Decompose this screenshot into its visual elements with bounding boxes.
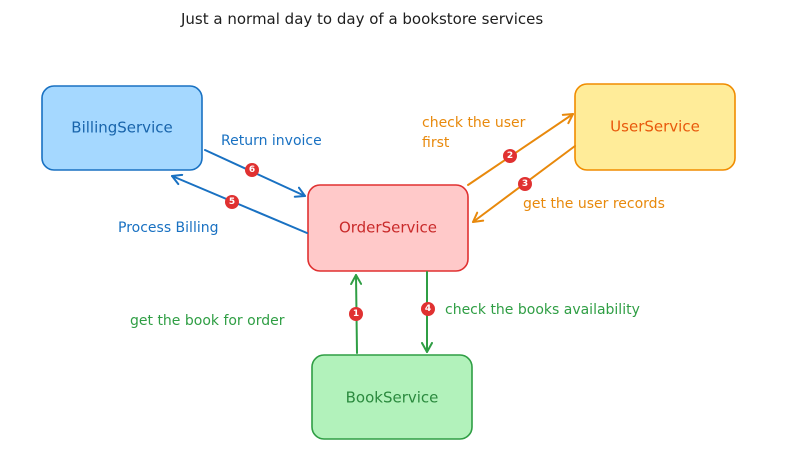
edge-2-label: check the user first (422, 115, 530, 151)
edge-3-label: get the user records (523, 196, 665, 212)
edge-4-order-to-book: 4 check the books availability (421, 271, 640, 353)
step-badge-2 (503, 149, 517, 163)
edge-4-label: check the books availability (445, 302, 640, 318)
step-badge-1-text: 1 (353, 309, 359, 319)
edge-1-label: get the book for order (130, 313, 285, 329)
step-badge-2-text: 2 (507, 151, 513, 161)
edge-6-label: Return invoice (221, 133, 322, 149)
edge-6-billing-to-order: 6 Return invoice (204, 133, 322, 198)
step-badge-5-text: 5 (229, 197, 235, 207)
order-service-box (307, 184, 469, 272)
billing-service-node: BillingService (41, 85, 203, 171)
edge-3-user-to-order: 3 get the user records (472, 145, 665, 223)
edge-2-order-to-user: 2 check the user first (422, 113, 574, 186)
edge-2-label-line-2: first (422, 135, 450, 151)
book-service-node: BookService (311, 354, 473, 440)
step-badge-3-text: 3 (522, 179, 528, 189)
user-service-box (574, 83, 736, 171)
edge-5-label: Process Billing (118, 220, 218, 236)
step-badge-3 (518, 177, 532, 191)
step-badge-4 (421, 302, 435, 316)
order-service-node: OrderService (307, 184, 469, 272)
order-service-label: OrderService (339, 219, 437, 237)
billing-service-box (41, 85, 203, 171)
edge-5-arrow (171, 173, 308, 234)
step-badge-6 (245, 163, 259, 177)
diagram-title: Just a normal day to day of a bookstore … (180, 10, 543, 28)
step-badge-5 (225, 195, 239, 209)
book-service-label: BookService (346, 389, 439, 407)
edge-2-arrow (467, 113, 574, 186)
step-badge-6-text: 6 (249, 165, 255, 175)
book-service-box (311, 354, 473, 440)
edge-5-order-to-billing: 5 Process Billing (118, 173, 308, 236)
edge-1-book-to-order: 1 get the book for order (130, 274, 363, 354)
billing-service-label: BillingService (71, 119, 172, 137)
user-service-node: UserService (574, 83, 736, 171)
step-badge-4-text: 4 (425, 304, 431, 314)
user-service-label: UserService (610, 118, 700, 136)
step-badge-1 (349, 307, 363, 321)
edge-2-label-line-1: check the user (422, 115, 526, 131)
